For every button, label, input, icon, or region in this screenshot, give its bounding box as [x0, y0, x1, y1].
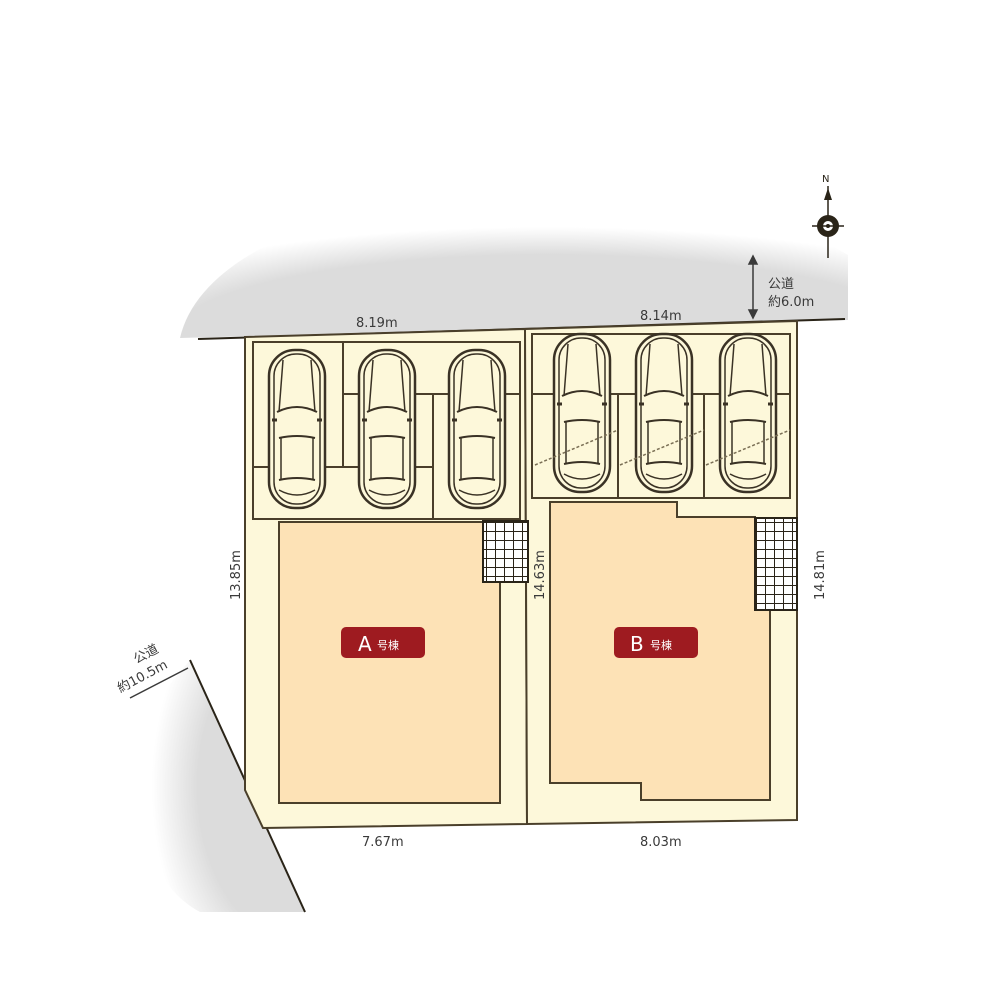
- car-a3: [447, 348, 507, 510]
- deck-b: [754, 517, 798, 611]
- badge-b: B 号棟: [614, 627, 698, 658]
- car-b3: [718, 332, 778, 494]
- svg-text:号棟: 号棟: [377, 638, 399, 652]
- road-north: [180, 190, 848, 338]
- dim-lot-a-top: 8.19m: [356, 316, 398, 331]
- compass-north-icon: N: [812, 174, 844, 258]
- dim-lot-a-left: 13.85m: [229, 550, 244, 600]
- car-a2: [357, 348, 417, 510]
- road-west-dim-line: [129, 667, 189, 699]
- house-a: [278, 521, 501, 804]
- svg-text:号棟: 号棟: [650, 638, 672, 652]
- dim-lot-b-right: 14.81m: [813, 550, 828, 600]
- dim-lot-a-right: 14.63m: [533, 550, 548, 600]
- svg-text:B: B: [630, 632, 644, 656]
- road-west: [134, 660, 305, 912]
- dim-lot-a-bottom: 7.67m: [362, 835, 404, 850]
- svg-text:N: N: [822, 174, 829, 185]
- car-a1: [267, 348, 327, 510]
- deck-a: [482, 520, 529, 583]
- road-north-label-2: 約6.0m: [768, 295, 814, 310]
- svg-text:A: A: [358, 632, 372, 656]
- dim-lot-b-top: 8.14m: [640, 309, 682, 324]
- road-north-width-arrow: [747, 254, 759, 320]
- dim-lot-b-bottom: 8.03m: [640, 835, 682, 850]
- car-b2: [634, 332, 694, 494]
- car-b1: [552, 332, 612, 494]
- badge-a: A 号棟: [341, 627, 425, 658]
- road-north-label-1: 公道: [768, 277, 794, 292]
